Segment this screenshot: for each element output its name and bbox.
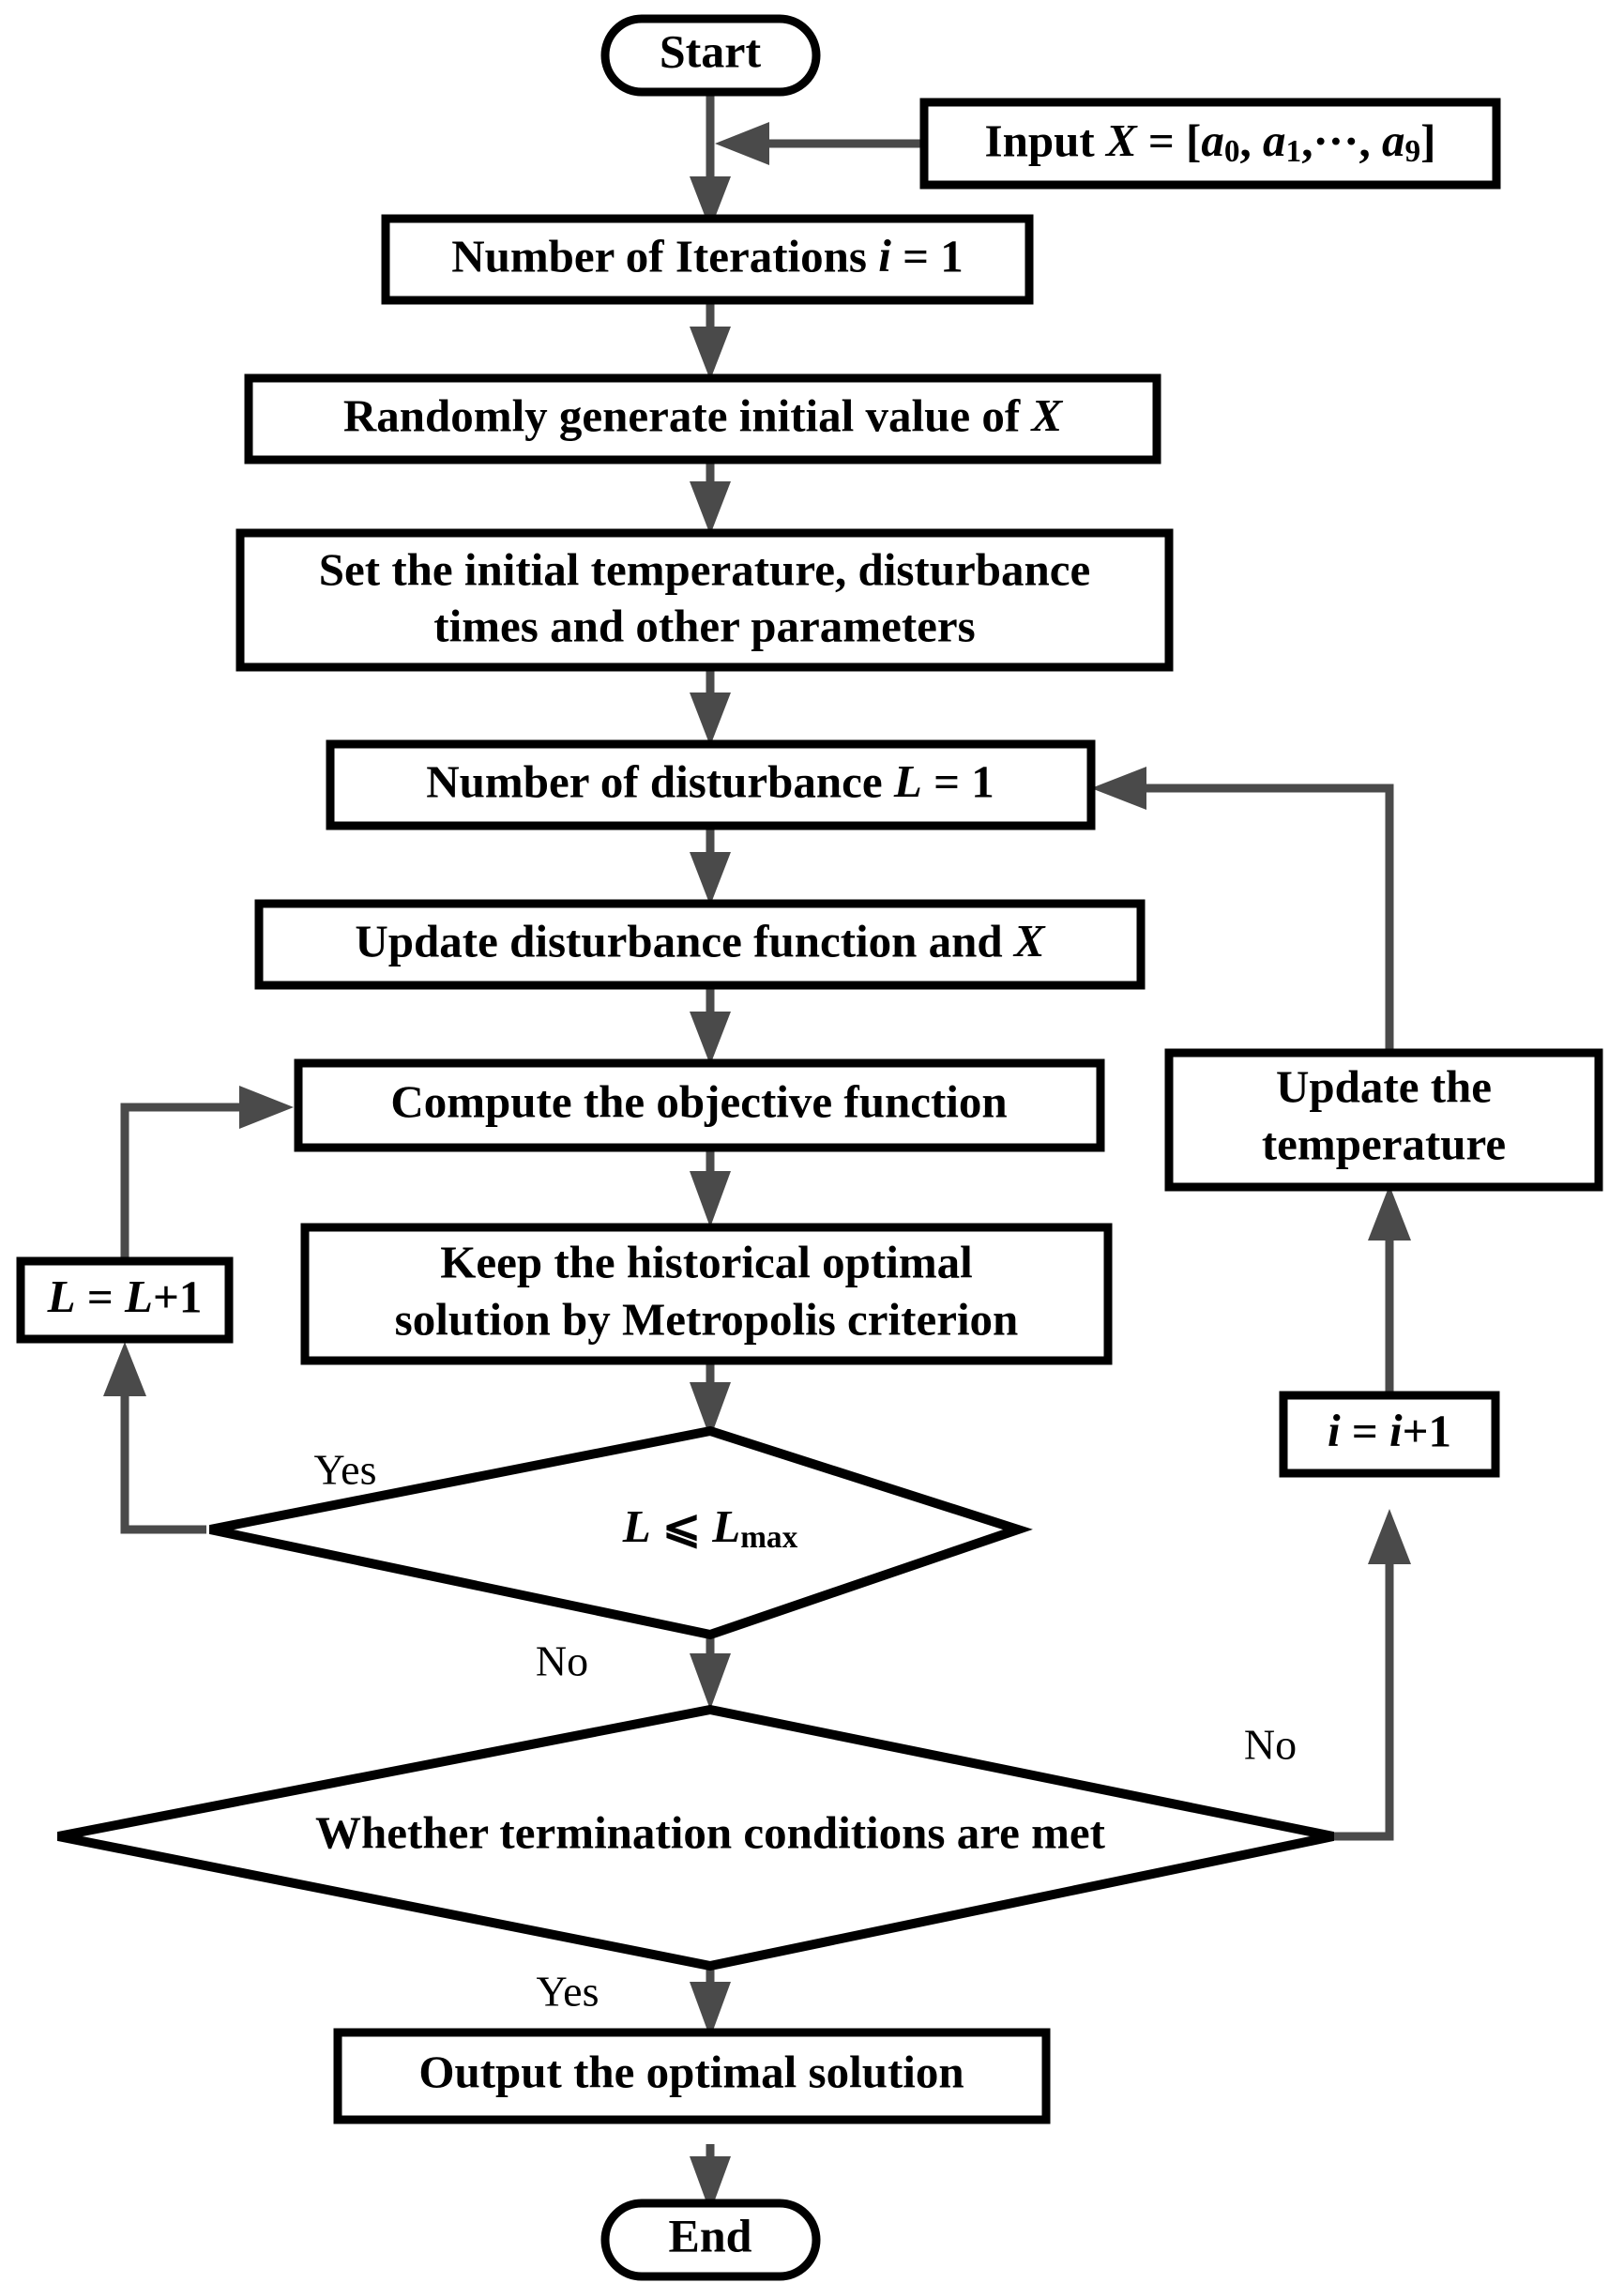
node-iterations-label: Number of Iterations i = 1 <box>451 230 964 282</box>
node-random-init-label: Randomly generate initial value of X <box>343 389 1064 441</box>
connector-output-to-end <box>690 2144 731 2213</box>
node-metropolis-line2: solution by Metropolis criterion <box>395 1293 1019 1345</box>
connector-decisionl-no-to-termination <box>690 1633 731 1710</box>
connector-setparams-to-disturbance <box>690 666 731 746</box>
edge-label-l-no: No <box>536 1637 588 1685</box>
node-metropolis-line1: Keep the historical optimal <box>440 1236 973 1287</box>
node-decision-termination[interactable]: Whether termination conditions are met <box>57 1704 1335 1971</box>
connector-compute-to-metropolis <box>690 1148 731 1227</box>
node-iterations[interactable]: Number of Iterations i = 1 <box>381 214 1034 305</box>
edge-label-l-yes: Yes <box>314 1446 377 1494</box>
node-decision-l-label: L ⩽ Lmax <box>622 1500 798 1555</box>
connector-iterations-to-random <box>690 300 731 380</box>
node-compute-objective[interactable]: Compute the objective function <box>294 1058 1105 1152</box>
connector-start-to-iterations <box>690 92 731 230</box>
connector-disturbance-to-updatedisturbance <box>690 826 731 906</box>
node-random-init[interactable]: Randomly generate initial value of X <box>244 373 1161 464</box>
node-output[interactable]: Output the optimal solution <box>333 2028 1051 2124</box>
connector-updatetemp-to-disturbance <box>1091 767 1394 1049</box>
node-input[interactable]: Input X = [a0, a1,···, a9] <box>919 98 1501 190</box>
node-start[interactable]: Start <box>600 14 821 97</box>
node-update-temperature-line1: Update the <box>1276 1060 1492 1112</box>
connector-iincrement-to-updatetemp <box>1368 1185 1411 1395</box>
node-l-increment[interactable]: L = L+1 <box>16 1256 234 1344</box>
node-update-disturbance-label: Update disturbance function and X <box>355 915 1045 966</box>
node-update-disturbance[interactable]: Update disturbance function and X <box>254 899 1146 990</box>
node-input-label: Input X = [a0, a1,···, a9] <box>985 114 1436 169</box>
node-decision-l[interactable]: L ⩽ Lmax <box>208 1425 1033 1640</box>
node-set-params-line2: times and other parameters <box>433 600 975 651</box>
connector-input-to-start <box>715 122 924 165</box>
connector-metropolis-to-decisionl <box>690 1361 731 1438</box>
node-i-increment[interactable]: i = i+1 <box>1279 1391 1500 1478</box>
node-disturbance-count[interactable]: Number of disturbance L = 1 <box>326 739 1096 830</box>
connector-updatedisturbance-to-compute <box>690 985 731 1065</box>
node-output-label: Output the optimal solution <box>418 2046 964 2097</box>
connector-termination-yes-to-output <box>690 1963 731 2038</box>
node-start-label: Start <box>660 24 762 77</box>
node-set-params-line1: Set the initial temperature, disturbance <box>319 543 1090 595</box>
node-set-params[interactable]: Set the initial temperature, disturbance… <box>235 528 1174 672</box>
connector-decisionl-yes-to-lincrement <box>103 1342 206 1534</box>
node-compute-objective-label: Compute the objective function <box>390 1075 1007 1127</box>
edge-label-termination-no: No <box>1244 1721 1297 1769</box>
node-metropolis[interactable]: Keep the historical optimal solution by … <box>300 1223 1113 1365</box>
node-disturbance-count-label: Number of disturbance L = 1 <box>426 755 994 807</box>
node-update-temperature-line2: temperature <box>1262 1118 1506 1169</box>
node-end[interactable]: End <box>600 2199 821 2281</box>
connector-random-to-setparams <box>690 460 731 535</box>
connector-termination-no-to-iincrement <box>1330 1509 1411 1841</box>
node-l-increment-label: L = L+1 <box>47 1271 203 1322</box>
node-i-increment-label: i = i+1 <box>1328 1405 1451 1456</box>
node-end-label: End <box>669 2209 752 2261</box>
edge-label-termination-yes: Yes <box>537 1968 600 2016</box>
connector-lincrement-to-compute <box>120 1086 294 1261</box>
node-update-temperature[interactable]: Update the temperature <box>1164 1048 1603 1192</box>
node-decision-termination-label: Whether termination conditions are met <box>315 1806 1106 1858</box>
